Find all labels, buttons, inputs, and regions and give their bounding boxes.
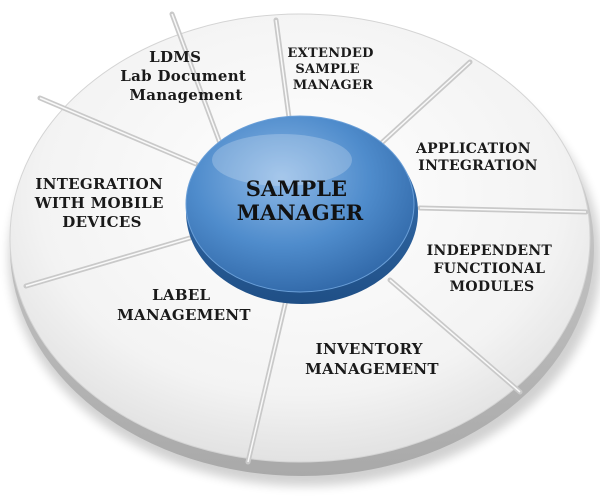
segment-ldms: LDMS Lab Document Management (120, 48, 251, 104)
hub-title: SAMPLE MANAGER (237, 176, 364, 225)
segment-extended-sample-manager: EXTENDED SAMPLE MANAGER (287, 46, 378, 93)
hub-highlight (212, 134, 352, 186)
segment-inventory-management: INVENTORY MANAGEMENT (305, 340, 439, 378)
hub-face (185, 115, 415, 293)
segment-independent-functional-modules: INDEPENDENT FUNCTIONAL MODULES (427, 243, 558, 295)
segment-label-management: LABEL MANAGEMENT (117, 286, 251, 324)
segment-integration-mobile-devices: INTEGRATION WITH MOBILE DEVICES (34, 175, 170, 231)
segment-application-integration: APPLICATION INTEGRATION (415, 141, 538, 174)
center-hub: SAMPLE MANAGER (185, 115, 418, 304)
